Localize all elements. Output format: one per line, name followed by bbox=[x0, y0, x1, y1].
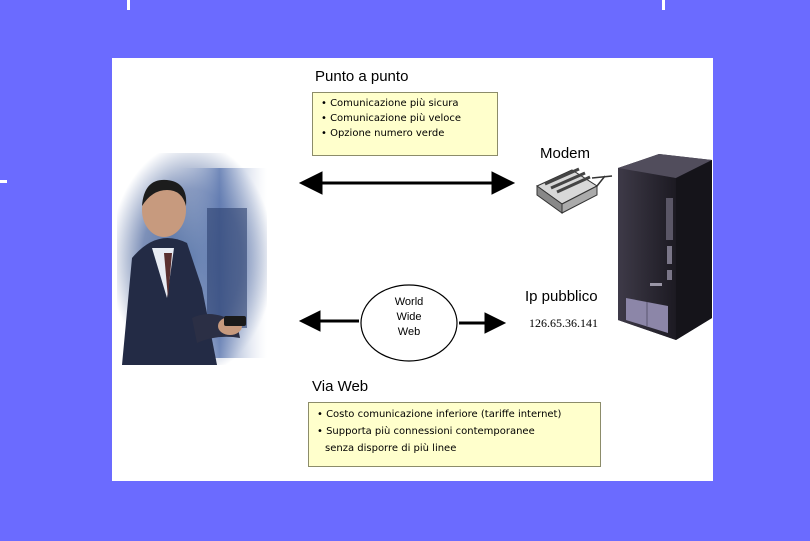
via-web-right-arrow bbox=[459, 312, 507, 334]
note-bullet: • Comunicazione più sicura bbox=[321, 98, 459, 109]
point-to-point-arrow bbox=[298, 171, 516, 195]
note-bullet: senza disporre di più linee bbox=[325, 443, 457, 454]
frame-line-top-left bbox=[127, 0, 130, 10]
modem-cable bbox=[591, 175, 613, 179]
public-ip-address: 126.65.36.141 bbox=[529, 316, 598, 330]
via-web-notes: • Costo comunicazione inferiore (tariffe… bbox=[308, 402, 601, 467]
internet-cloud-label: World Wide Web bbox=[394, 296, 424, 338]
via-web-heading: Via Web bbox=[312, 378, 369, 395]
via-web-left-arrow bbox=[298, 310, 359, 332]
mobile-user-photo bbox=[117, 153, 267, 365]
diagram-panel: Punto a punto • Comunicazione più sicura… bbox=[112, 58, 713, 481]
note-bullet: • Opzione numero verde bbox=[321, 128, 445, 139]
internet-cloud-shape bbox=[360, 284, 458, 362]
note-bullet: • Supporta più connessioni contemporanee bbox=[317, 426, 535, 437]
connection-arrows bbox=[298, 171, 613, 334]
modem-icon bbox=[536, 167, 606, 214]
frame-line-left bbox=[0, 180, 7, 183]
note-bullet: • Costo comunicazione inferiore (tariffe… bbox=[317, 409, 562, 420]
public-ip-label: Ip pubblico bbox=[525, 288, 598, 305]
point-to-point-notes: • Comunicazione più sicura • Comunicazio… bbox=[312, 92, 498, 156]
modem-label: Modem bbox=[540, 145, 591, 162]
point-to-point-heading: Punto a punto bbox=[315, 68, 409, 85]
frame-line-top-right bbox=[662, 0, 665, 10]
internet-cloud: World Wide Web bbox=[359, 283, 459, 363]
server-icon bbox=[618, 154, 712, 340]
note-bullet: • Comunicazione più veloce bbox=[321, 113, 462, 124]
